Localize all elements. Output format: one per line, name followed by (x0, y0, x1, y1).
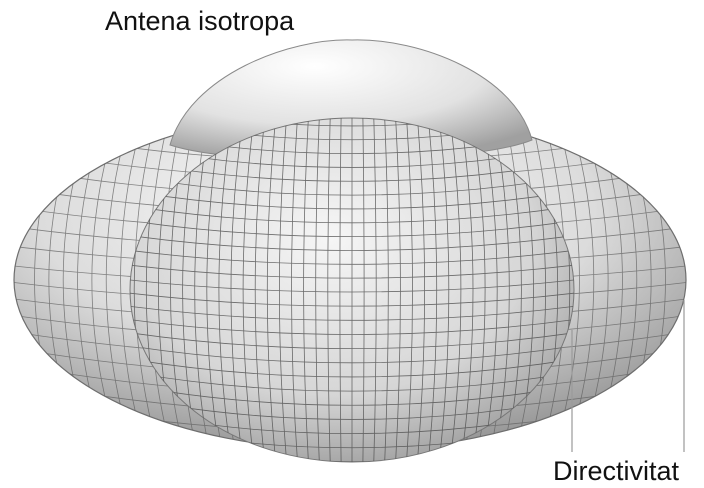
front-meridian-line (254, 118, 266, 462)
front-meridian-line (362, 118, 365, 462)
front-meridian-line (266, 118, 277, 462)
front-meridian-line (194, 118, 211, 462)
front-mesh-surface (129, 117, 575, 463)
front-meridian-line (279, 118, 287, 462)
front-meridian-line (395, 118, 401, 462)
front-meridian-line (427, 118, 438, 462)
front-meridian-line (438, 118, 450, 462)
front-meridian-line (471, 118, 486, 462)
front-meridian-line (218, 118, 233, 462)
front-meridian-line (384, 118, 389, 462)
front-meridian-line (493, 118, 510, 462)
front-meridian-line (315, 118, 320, 462)
directivity-leader-lines (571, 300, 685, 452)
front-meridian-line (373, 118, 377, 462)
torus-meridian-line (554, 110, 580, 450)
directivity-label: Directivitat (553, 456, 680, 486)
front-meridian-line (460, 118, 474, 462)
torus-meridian-line (120, 110, 146, 450)
isotropic-antenna-label: Antena isotropa (105, 6, 295, 36)
front-meridian-line (339, 118, 342, 462)
front-meridian-line (303, 118, 309, 462)
front-meridian-line (242, 118, 255, 462)
front-meridian-line (482, 118, 498, 462)
front-meridian-line (230, 118, 244, 462)
front-meridian-line (406, 118, 413, 462)
front-meridian-line (327, 118, 331, 462)
front-meridian-line (206, 118, 222, 462)
front-meridian-line (417, 118, 425, 462)
front-meridian-line (291, 118, 298, 462)
front-meridian-line (449, 118, 462, 462)
